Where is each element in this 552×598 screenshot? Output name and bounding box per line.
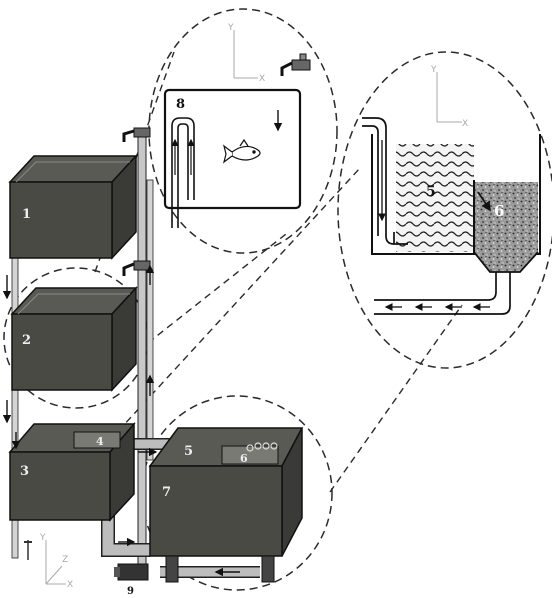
label-pump-9: 9	[127, 586, 134, 597]
detail-5-6-inset: Y X 5 6	[362, 65, 541, 315]
tank-7: 5 6 7	[148, 427, 304, 583]
biofilter-chamber-6	[474, 182, 538, 252]
detail-8-standpipe	[171, 117, 195, 228]
faucet-icon-upper	[122, 127, 151, 142]
label-tank-1: 1	[22, 207, 31, 222]
label-detail-8: 8	[176, 97, 185, 112]
label-tank-7: 7	[162, 485, 171, 500]
heater-coils	[246, 442, 278, 452]
label-tank-3: 3	[20, 464, 29, 479]
axis-x-label-detail-8: X	[259, 74, 265, 84]
filter-hopper	[473, 251, 539, 273]
axis-x-label-main: X	[67, 580, 73, 590]
main-flow-arrows	[2, 264, 240, 577]
tank-1: 1	[8, 154, 138, 260]
label-tank-2: 2	[22, 333, 31, 348]
filter-outflow-pipe	[374, 272, 511, 315]
pump-9: 9	[114, 563, 149, 597]
biofilter-chamber-5	[396, 144, 474, 252]
label-tank-5: 5	[184, 444, 193, 459]
label-tank-6: 6	[240, 452, 248, 465]
label-tank-4: 4	[96, 435, 104, 448]
compartment-6	[221, 445, 279, 465]
axis-y-label-detail-8: Y	[227, 23, 234, 33]
axis-glyph-detail-5-6	[436, 72, 462, 123]
axis-x-label-detail-5-6: X	[462, 119, 468, 129]
compartment-4	[73, 431, 121, 449]
axis-glyph-main	[45, 540, 66, 585]
axis-y-label-main: Y	[39, 533, 46, 543]
tank-3: 3 4	[8, 421, 136, 522]
label-inset-6: 6	[494, 202, 504, 220]
axis-z-label-main: Z	[62, 555, 68, 565]
axis-y-label-detail-5-6: Y	[430, 65, 437, 75]
zoom-circle-detail-5-6	[337, 51, 552, 369]
filter-inflow-pipe	[362, 117, 408, 245]
filter-flow-arrow	[477, 191, 491, 212]
faucet-icon	[280, 53, 311, 76]
filter-tank-outline	[371, 134, 541, 255]
detail-8-inset: Y X 8	[163, 23, 311, 228]
axis-glyph-detail-8	[233, 30, 258, 79]
tank-2: 2	[10, 286, 138, 392]
fish-icon	[223, 138, 261, 164]
label-inset-5: 5	[426, 184, 436, 200]
detail-8-tank	[163, 88, 302, 210]
